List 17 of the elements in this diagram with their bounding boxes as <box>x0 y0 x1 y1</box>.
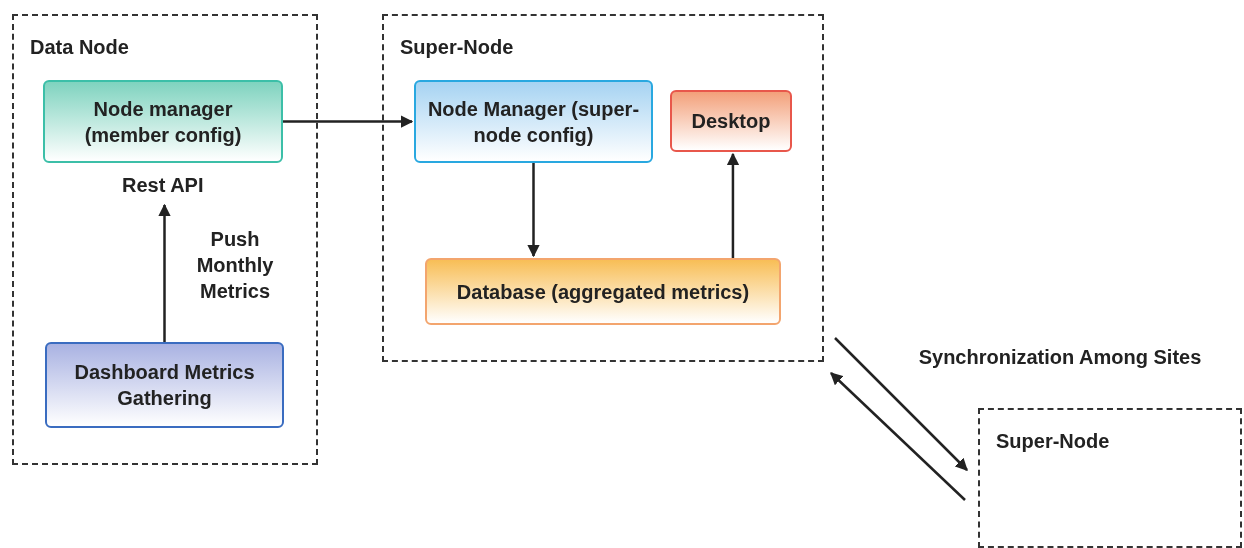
group-frame <box>382 14 824 362</box>
arrow <box>283 115 414 128</box>
process-box: Desktop <box>670 90 792 152</box>
arrow <box>830 372 966 501</box>
process-box: Node manager (member config) <box>43 80 283 163</box>
group-title: Data Node <box>30 36 129 59</box>
interface-label: Rest API <box>122 174 204 197</box>
arrow <box>834 337 968 471</box>
arrow <box>527 163 540 258</box>
process-box: Database (aggregated metrics) <box>425 258 781 325</box>
group-frame <box>978 408 1242 548</box>
arrow <box>158 203 171 342</box>
group-title: Super-Node <box>400 36 514 59</box>
group-title: Super-Node <box>996 430 1110 453</box>
process-box: Dashboard Metrics Gathering <box>45 342 284 428</box>
arrow <box>726 152 740 258</box>
process-box: Node Manager (super-node config) <box>414 80 653 163</box>
